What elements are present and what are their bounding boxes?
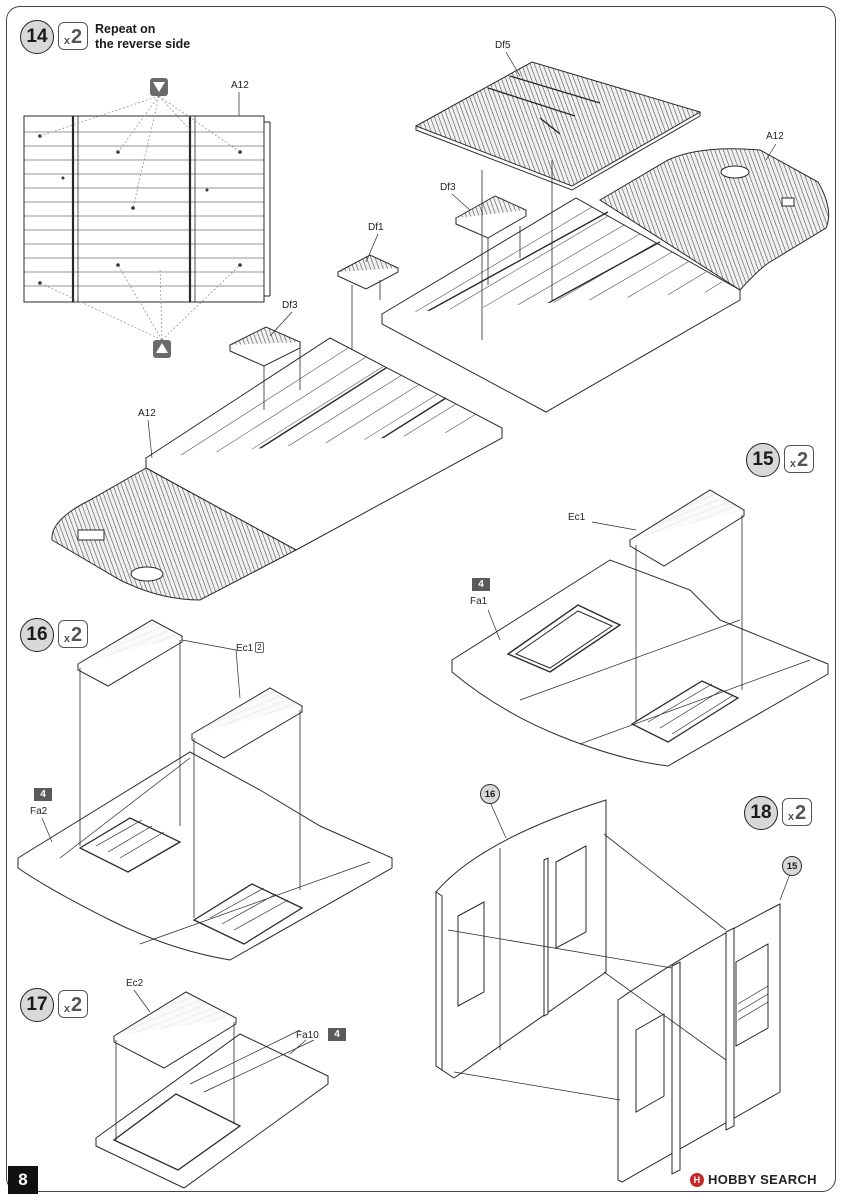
label-fa10: Fa10 [296, 1030, 319, 1041]
page-frame [6, 6, 836, 1192]
step-17-number: 17 [20, 988, 54, 1022]
mult-n: 2 [795, 802, 807, 824]
part-fa1 [451, 559, 829, 767]
step16-assembly-lines [79, 640, 301, 918]
sub-assembly-15: 15 [782, 856, 802, 876]
part-a12-left-floor [51, 337, 504, 601]
label-df5: Df5 [495, 40, 511, 51]
label-a12-left: A12 [138, 408, 156, 419]
mult-x: x [63, 633, 70, 645]
ec1-qty: 2 [255, 642, 264, 653]
paint-code-fa2: 4 [34, 788, 52, 801]
part-fa10 [95, 1029, 329, 1189]
page-number: 8 [8, 1166, 38, 1194]
step17-leaders [133, 989, 307, 1055]
part-ec2 [112, 991, 238, 1069]
mult-x: x [63, 1003, 70, 1015]
watermark-text: HOBBY SEARCH [708, 1172, 817, 1187]
inset-callout-lines [39, 95, 241, 341]
label-a12-right: A12 [766, 131, 784, 142]
mult-n: 2 [797, 449, 809, 471]
step14-assembly-lines [263, 160, 553, 410]
mult-n: 2 [71, 994, 83, 1016]
step-16-number: 16 [20, 618, 54, 652]
part-df5 [414, 61, 702, 191]
part-df1 [336, 254, 400, 290]
part-df3-left [228, 326, 302, 367]
label-df1: Df1 [368, 222, 384, 233]
step17-assembly-lines [115, 1022, 235, 1140]
part-fa2 [17, 751, 393, 961]
mult-x: x [63, 35, 70, 47]
watermark: H HOBBY SEARCH [690, 1172, 817, 1187]
arrow-up-icon [153, 340, 171, 358]
step14-leaders [147, 51, 777, 459]
step-15-number: 15 [746, 443, 780, 477]
part-ec1-step15 [629, 489, 745, 567]
step18-assembly-lines [447, 833, 727, 1101]
a12-inset-planks [24, 131, 264, 287]
arrow-down-icon [150, 78, 168, 96]
step15-leaders [487, 521, 637, 641]
note-line-2: the reverse side [95, 37, 191, 51]
mult-n: 2 [71, 624, 83, 646]
mult-n: 2 [71, 26, 83, 48]
note-line-1: Repeat on [95, 22, 156, 36]
step-18-number: 18 [744, 796, 778, 830]
label-df3-right: Df3 [440, 182, 456, 193]
label-a12-top: A12 [231, 80, 249, 91]
part-16-wall [435, 799, 607, 1079]
ec1-text: Ec1 [236, 643, 254, 654]
a12-top-view-inset [23, 115, 271, 303]
part-a12-right-floor [380, 148, 830, 413]
label-ec2: Ec2 [126, 978, 144, 989]
a12-inset-outline [23, 115, 265, 303]
paint-code-fa10: 4 [328, 1028, 346, 1041]
part-15-wall [617, 903, 781, 1183]
step18-leaders [489, 801, 791, 901]
mult-x: x [789, 458, 796, 470]
label-ec1-step15: Ec1 [568, 512, 586, 523]
paint-code-fa1: 4 [472, 578, 490, 591]
sub-assembly-16: 16 [480, 784, 500, 804]
part-df3-right [454, 195, 528, 239]
mult-x: x [787, 811, 794, 823]
hobby-search-logo-icon: H [690, 1172, 704, 1187]
label-df3-left: Df3 [282, 300, 298, 311]
step16-leaders [41, 639, 241, 843]
label-fa1: Fa1 [470, 596, 488, 607]
label-fa2: Fa2 [30, 806, 48, 817]
step15-assembly-lines [635, 515, 743, 722]
part-ec1-step16-b [190, 687, 304, 759]
part-ec1-step16-a [76, 619, 184, 687]
step-14-number: 14 [20, 20, 54, 54]
